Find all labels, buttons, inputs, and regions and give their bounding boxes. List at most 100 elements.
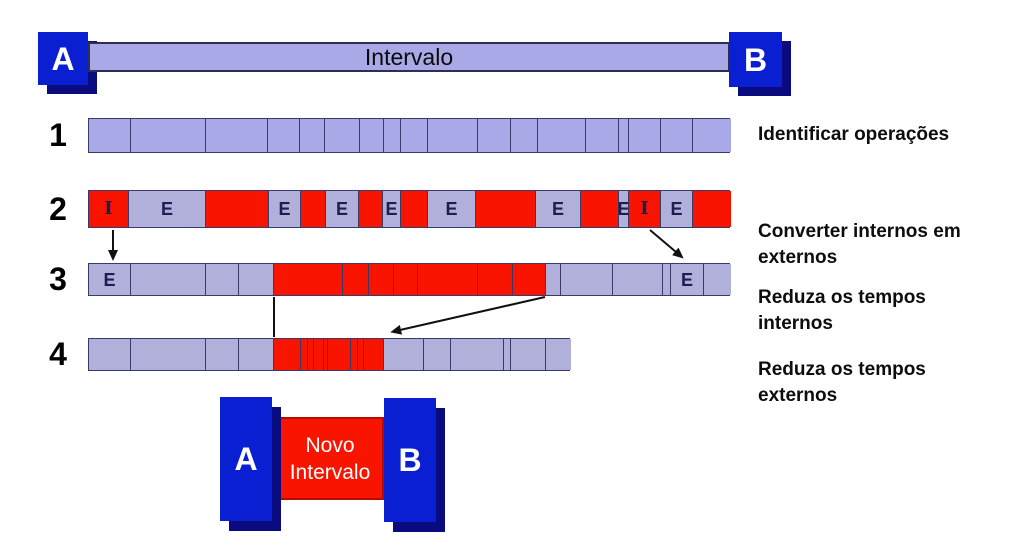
block-a-bottom: A: [220, 397, 272, 521]
row-4-label: Reduza os tempos externos: [758, 357, 1018, 409]
segment-internal: [359, 191, 383, 227]
segment-external: E: [536, 191, 581, 227]
segment-internal: I: [89, 191, 129, 227]
segment-external: [239, 264, 274, 295]
segment-internal: [513, 264, 546, 295]
segment-external: [206, 264, 239, 295]
segment-letter-E: E: [278, 199, 291, 219]
novo-intervalo-line-2: Intervalo: [289, 460, 371, 484]
segment-internal: [369, 264, 394, 295]
segment-external: [131, 119, 206, 152]
segment-external: [206, 119, 268, 152]
intervalo-label: Intervalo: [364, 43, 454, 70]
intervalo-bar: Intervalo: [88, 42, 730, 72]
step-number-1: 1: [49, 117, 67, 153]
block-b-top-label: B: [743, 41, 768, 78]
segment-letter-E: E: [335, 199, 348, 219]
segment-external: [663, 264, 671, 295]
segment-internal: [364, 339, 384, 370]
segment-internal: [581, 191, 619, 227]
row-2-label: Converter internos em externos: [758, 219, 1018, 271]
row-3-label-line-2: internos: [758, 313, 833, 334]
segment-letter-E: E: [103, 269, 116, 290]
segment-internal: [394, 264, 418, 295]
step-number-3: 3: [49, 261, 67, 297]
segment-external: [206, 339, 239, 370]
segment-external: [511, 339, 546, 370]
row-1-label-line-1: Identificar operações: [758, 124, 950, 145]
row-4-bar: [88, 338, 571, 371]
segment-external: [704, 264, 731, 295]
segment-external: [619, 119, 629, 152]
segment-internal: [476, 191, 536, 227]
segment-external: [131, 339, 206, 370]
segment-internal: [358, 339, 364, 370]
arrow-internal-to-external-right: [649, 229, 684, 259]
row-1-bar: [88, 118, 731, 153]
segment-letter-E: E: [551, 199, 564, 219]
segment-internal: [301, 191, 326, 227]
segment-external: [268, 119, 300, 152]
segment-internal: [308, 339, 314, 370]
segment-external: [360, 119, 384, 152]
segment-internal: [328, 339, 351, 370]
segment-internal: [418, 264, 478, 295]
segment-internal: [343, 264, 369, 295]
step-number-4: 4: [49, 336, 67, 372]
segment-external: [504, 339, 511, 370]
row-2-label-line-2: externos: [758, 247, 838, 268]
segment-internal: [274, 339, 301, 370]
row-3-label: Reduza os tempos internos: [758, 285, 1018, 337]
segment-external: E: [617, 191, 630, 227]
segment-letter-E: E: [385, 199, 398, 219]
segment-external: [89, 339, 131, 370]
block-b-top: B: [729, 32, 782, 87]
segment-internal: [324, 339, 328, 370]
segment-external: E: [269, 191, 301, 227]
block-b-bottom: B: [384, 398, 436, 522]
segment-external: E: [383, 191, 401, 227]
segment-external: [401, 119, 428, 152]
block-a-top: A: [38, 32, 88, 85]
segment-external: E: [326, 191, 359, 227]
segment-internal: I: [629, 191, 661, 227]
segment-external: E: [129, 191, 206, 227]
segment-internal: [206, 191, 269, 227]
segment-external: [546, 264, 561, 295]
row-3-label-line-1: Reduza os tempos: [758, 287, 926, 308]
segment-internal: [401, 191, 428, 227]
arrow-reduce-right-edge: [390, 296, 546, 335]
row-2-label-line-1: Converter internos em: [758, 221, 961, 242]
segment-external: [613, 264, 663, 295]
segment-external: [89, 119, 131, 152]
segment-external: [451, 339, 504, 370]
segment-external: [586, 119, 619, 152]
segment-internal: [301, 339, 308, 370]
segment-letter-E: E: [617, 199, 630, 219]
segment-internal: [693, 191, 731, 227]
segment-internal: [274, 264, 343, 295]
segment-external: [428, 119, 478, 152]
segment-external: [300, 119, 325, 152]
segment-letter-E: E: [445, 199, 458, 219]
segment-external: [561, 264, 613, 295]
segment-internal: [314, 339, 324, 370]
segment-external: [538, 119, 586, 152]
segment-external: E: [89, 264, 131, 295]
segment-external: [384, 339, 424, 370]
block-a-bottom-label: A: [234, 441, 258, 477]
segment-external: [239, 339, 274, 370]
segment-external: [131, 264, 206, 295]
segment-external: E: [671, 264, 704, 295]
segment-letter-I: I: [640, 198, 649, 219]
block-b-bottom-label: B: [398, 442, 422, 478]
segment-internal: [351, 339, 358, 370]
row-4-label-line-2: externos: [758, 385, 838, 406]
segment-letter-I: I: [104, 198, 113, 219]
segment-letter-E: E: [160, 199, 173, 219]
segment-external: [546, 339, 571, 370]
segment-external: [511, 119, 538, 152]
segment-letter-E: E: [670, 199, 683, 219]
segment-external: [424, 339, 451, 370]
